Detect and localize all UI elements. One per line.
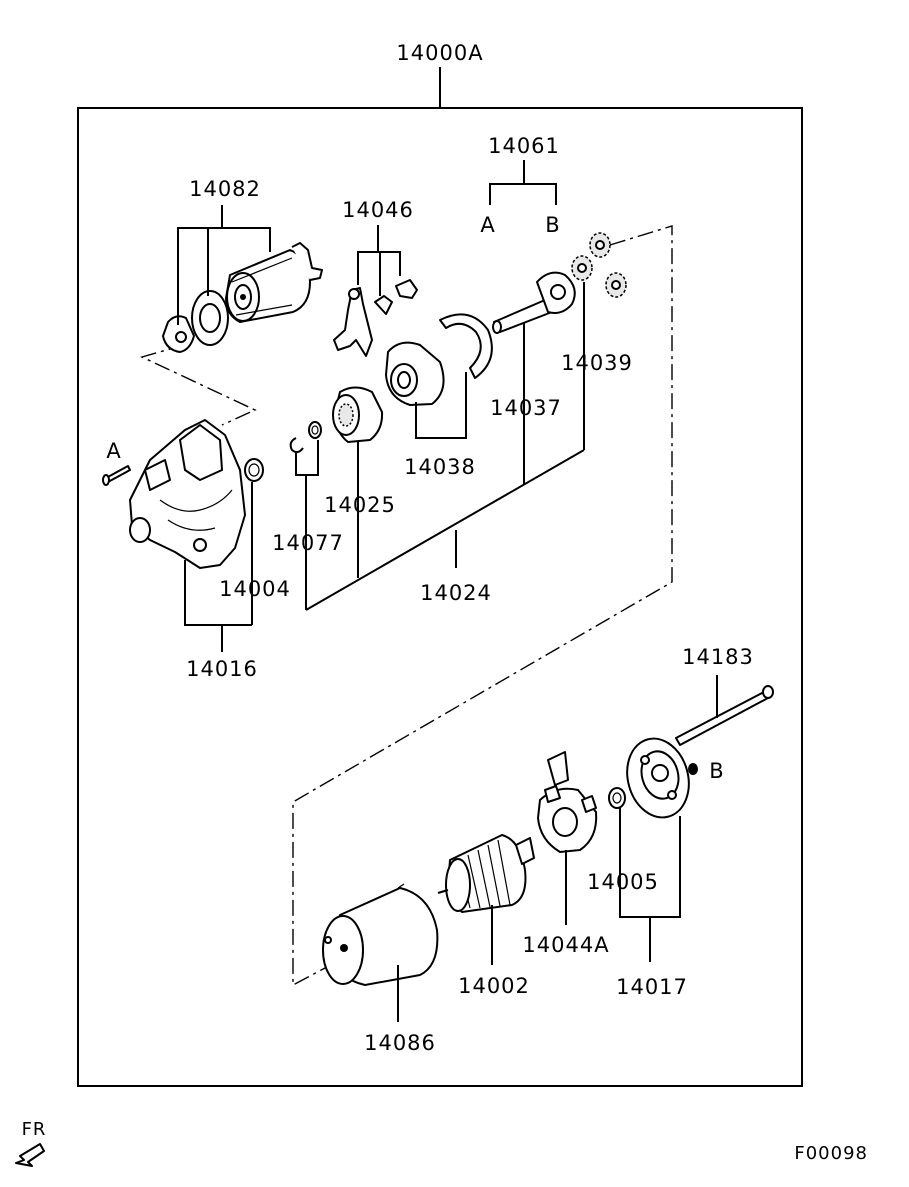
leader-14016 bbox=[184, 560, 252, 652]
screw-b-part bbox=[688, 763, 698, 775]
leader-14061 bbox=[489, 160, 557, 205]
front-indicator: FR bbox=[22, 1119, 47, 1140]
yoke-part bbox=[322, 883, 439, 986]
label-14004: 14004 bbox=[219, 577, 291, 601]
solenoid-part bbox=[225, 242, 323, 323]
label-14024: 14024 bbox=[420, 581, 492, 605]
through-bolt-part bbox=[675, 685, 774, 746]
planet-gears-part bbox=[571, 232, 627, 298]
leader-14005 bbox=[619, 808, 681, 962]
label-14017: 14017 bbox=[616, 975, 688, 999]
label-14086: 14086 bbox=[364, 1031, 436, 1055]
leader-14077 bbox=[295, 440, 319, 610]
figure-code: F00098 bbox=[794, 1143, 868, 1164]
internal-gear-part bbox=[385, 313, 493, 406]
bushing-part bbox=[244, 458, 264, 482]
planetary-shaft-part bbox=[492, 271, 576, 334]
brush-holder-part bbox=[537, 751, 598, 853]
label-14037: 14037 bbox=[490, 396, 562, 420]
stop-ring-part bbox=[289, 421, 322, 454]
label-14002: 14002 bbox=[458, 974, 530, 998]
label-14077: 14077 bbox=[272, 531, 344, 555]
rear-bushing-part bbox=[608, 787, 626, 809]
label-14025: 14025 bbox=[324, 493, 396, 517]
ref-b-top: B bbox=[545, 213, 560, 237]
label-14044a: 14044A bbox=[522, 933, 609, 957]
lever-part bbox=[333, 279, 418, 357]
bolt-a-part bbox=[102, 465, 131, 486]
label-14016: 14016 bbox=[186, 657, 258, 681]
front-bracket-part bbox=[129, 419, 246, 569]
leader-14024 bbox=[305, 449, 585, 611]
label-14082: 14082 bbox=[189, 177, 261, 201]
assembly-label: 14000A bbox=[396, 41, 483, 65]
armature-part bbox=[437, 834, 535, 913]
alignment-line-main bbox=[292, 225, 673, 987]
ref-b-screw: B bbox=[709, 759, 724, 783]
label-14038: 14038 bbox=[404, 455, 476, 479]
rear-bracket-part bbox=[626, 737, 690, 819]
label-14005: 14005 bbox=[587, 870, 659, 894]
pinion-clutch-part bbox=[332, 386, 384, 443]
leader-14082 bbox=[177, 205, 271, 325]
alignment-line-upper bbox=[140, 344, 257, 426]
label-14046: 14046 bbox=[342, 198, 414, 222]
label-14039: 14039 bbox=[561, 351, 633, 375]
front-arrow-icon bbox=[15, 1143, 45, 1167]
ref-a-top: A bbox=[480, 213, 495, 237]
label-14061: 14061 bbox=[488, 134, 560, 158]
leader-14046 bbox=[357, 225, 401, 296]
label-14183: 14183 bbox=[682, 645, 754, 669]
leader-14038 bbox=[415, 372, 467, 439]
solenoid-gasket bbox=[191, 290, 229, 346]
ref-a-bolt: A bbox=[106, 439, 121, 463]
